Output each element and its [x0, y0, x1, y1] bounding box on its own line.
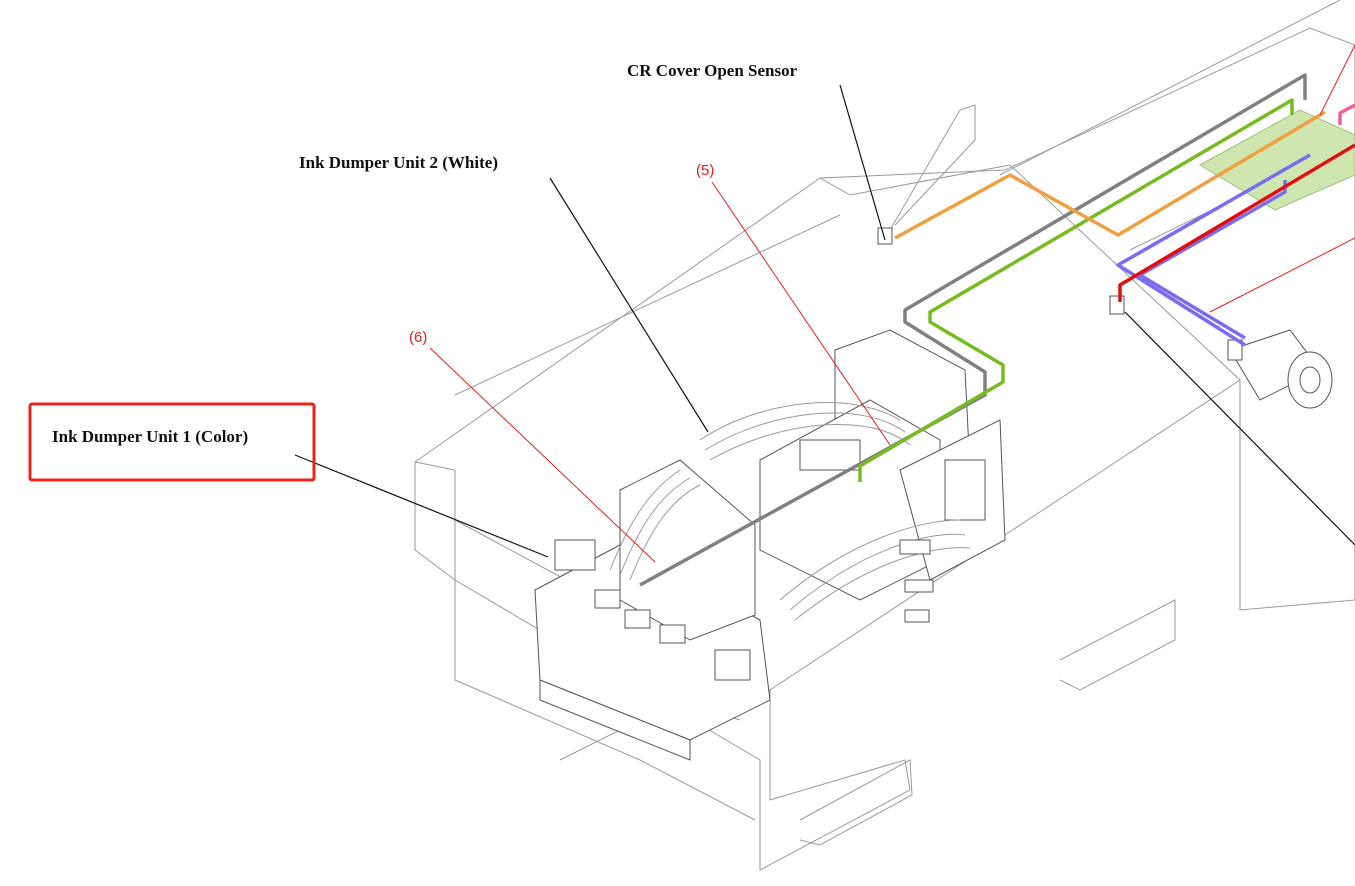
leader-unit-2 — [549, 177, 709, 433]
leader-cr-sensor — [839, 84, 886, 241]
cr-cover-open-sensor — [877, 227, 893, 245]
highlight-box — [28, 402, 316, 482]
label-ink-dumper-unit-2: Ink Dumper Unit 2 (White) — [299, 153, 498, 172]
control-board — [1198, 109, 1355, 211]
callout-5: (5) — [696, 162, 714, 179]
label-cr-cover-open-sensor: CR Cover Open Sensor — [627, 61, 798, 80]
leader-5 — [711, 181, 891, 446]
leader-connector — [1124, 311, 1355, 546]
leader-red-top — [1319, 44, 1355, 116]
cable-green — [858, 98, 1294, 482]
cable-orange — [894, 110, 1326, 240]
ink-dumper-unit-1 — [534, 459, 771, 761]
cable-gray — [639, 73, 1307, 587]
motor — [1227, 329, 1333, 409]
leader-unit-1 — [294, 454, 549, 558]
leader-red-right — [1209, 237, 1355, 313]
callout-6: (6) — [409, 329, 427, 346]
cable-pink — [1338, 103, 1355, 125]
cable-red — [1118, 143, 1355, 302]
leader-6 — [429, 347, 656, 563]
cable-purple — [1116, 153, 1311, 347]
sensor-connector — [1109, 295, 1125, 315]
label-ink-dumper-unit-1: Ink Dumper Unit 1 (Color) — [52, 427, 248, 446]
